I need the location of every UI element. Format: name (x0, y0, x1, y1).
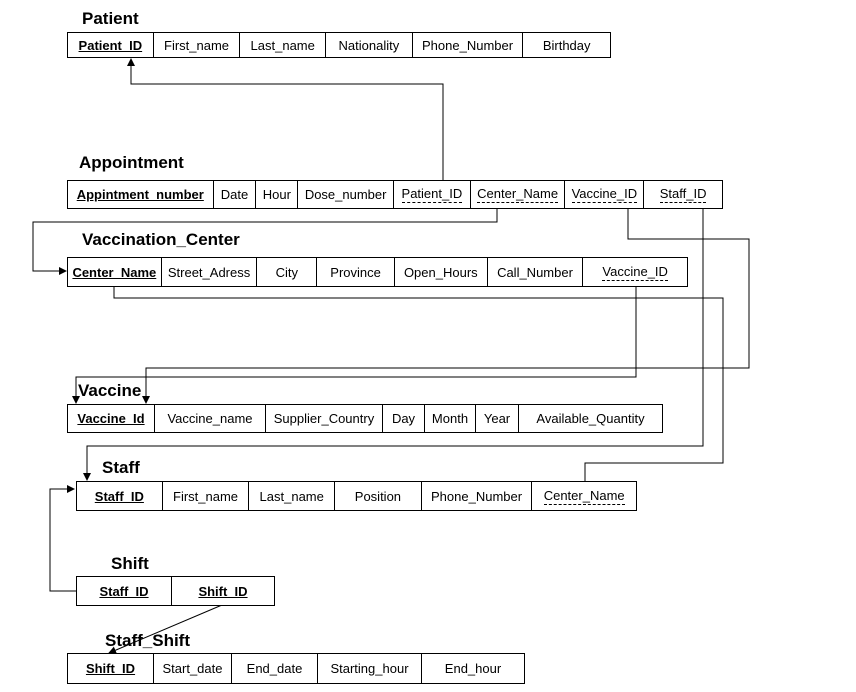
vaccine-col-available-quantity: Available_Quantity (536, 411, 645, 426)
appointment-col-dose-number: Dose_number (298, 181, 394, 208)
appointment-col-hour: Hour (256, 181, 299, 208)
staff-col-position: Position (335, 482, 422, 510)
staff-shift-col-end-date: End_date (232, 654, 318, 683)
link-staff-center (113, 287, 724, 481)
link-appointment-center (32, 208, 498, 275)
link-appointment-vaccine (142, 208, 750, 404)
staff-col-last-name: Last_name (249, 482, 336, 510)
staff-shift-title: Staff_Shift (105, 631, 190, 650)
staff-col-first-name: First_name (163, 482, 250, 510)
appointment-pk-number: Appintment_number (68, 181, 214, 208)
appointment-fk-patient-id: Patient_ID (394, 181, 471, 208)
patient-col-last-name: Last_name (240, 33, 327, 57)
center-col-open-hours: Open_Hours (395, 258, 488, 286)
patient-col-nationality: Nationality (326, 33, 413, 57)
shift-pk-shift-id: Shift_ID (198, 583, 248, 599)
staff-shift-col-end-hour: End_hour (444, 661, 502, 676)
staff-fk-center-name: Center_Name (532, 482, 636, 510)
patient-col-first-name: First_name (154, 33, 241, 57)
staff-pk-staff-id: Staff_ID (77, 482, 163, 510)
appointment-fk-vaccine-id-label: Vaccine_ID (571, 186, 638, 203)
vaccine-col-year: Year (476, 405, 519, 432)
patient-col-birthday: Birthday (542, 37, 591, 53)
link-center-vaccine (72, 286, 637, 404)
appointment-fk-staff-id: Staff_ID (644, 181, 722, 208)
appointment-table: Appintment_number Date Hour Dose_number … (67, 180, 723, 209)
center-fk-vaccine-id: Vaccine_ID (583, 258, 687, 286)
vaccine-table: Vaccine_Id Vaccine_name Supplier_Country… (67, 404, 663, 433)
link-appointment-patient (127, 58, 444, 180)
patient-col-phone-number: Phone_Number (413, 33, 524, 57)
staff-fk-center-name-label: Center_Name (543, 487, 625, 505)
vaccine-col-supplier-country: Supplier_Country (266, 405, 383, 432)
vaccine-col-vaccine-name: Vaccine_name (155, 405, 266, 432)
staff-col-phone-number: Phone_Number (422, 482, 533, 510)
vaccine-title: Vaccine (78, 381, 142, 400)
center-col-call-number: Call_Number (488, 258, 584, 286)
vaccine-pk-vaccine-id: Vaccine_Id (68, 405, 155, 432)
staff-shift-col-start-date: Start_date (154, 654, 232, 683)
center-col-city: City (257, 258, 318, 286)
staff-shift-pk-shift-id: Shift_ID (68, 654, 154, 683)
shift-title: Shift (111, 554, 149, 573)
center-col-province: Province (317, 258, 395, 286)
center-col-street-adress: Street_Adress (162, 258, 258, 286)
staff-shift-table: Shift_ID Start_date End_date Starting_ho… (67, 653, 525, 684)
patient-table: Patient_ID First_name Last_name National… (67, 32, 611, 58)
appointment-fk-staff-id-label: Staff_ID (659, 186, 707, 203)
center-title: Vaccination_Center (82, 230, 240, 249)
appointment-fk-center-name-label: Center_Name (477, 186, 559, 203)
link-appointment-staff (83, 208, 704, 481)
appointment-fk-center-name: Center_Name (471, 181, 566, 208)
center-fk-vaccine-id-label: Vaccine_ID (602, 263, 668, 281)
center-pk-center-name: Center_Name (68, 258, 162, 286)
center-table: Center_Name Street_Adress City Province … (67, 257, 688, 287)
staff-table: Staff_ID First_name Last_name Position P… (76, 481, 637, 511)
staff-title: Staff (102, 458, 140, 477)
shift-pk-staff-id: Staff_ID (77, 577, 172, 605)
link-shift-staffshift (108, 604, 223, 654)
link-shift-staff (49, 485, 76, 592)
appointment-title: Appointment (79, 153, 184, 172)
patient-title: Patient (82, 9, 139, 28)
vaccine-col-day: Day (383, 405, 425, 432)
patient-pk-patient-id: Patient_ID (68, 33, 154, 57)
staff-shift-col-starting-hour: Starting_hour (318, 654, 422, 683)
appointment-fk-patient-id-label: Patient_ID (401, 186, 463, 203)
appointment-col-date: Date (214, 181, 257, 208)
appointment-fk-vaccine-id: Vaccine_ID (565, 181, 645, 208)
shift-table: Staff_ID Shift_ID (76, 576, 275, 606)
vaccine-col-month: Month (425, 405, 476, 432)
